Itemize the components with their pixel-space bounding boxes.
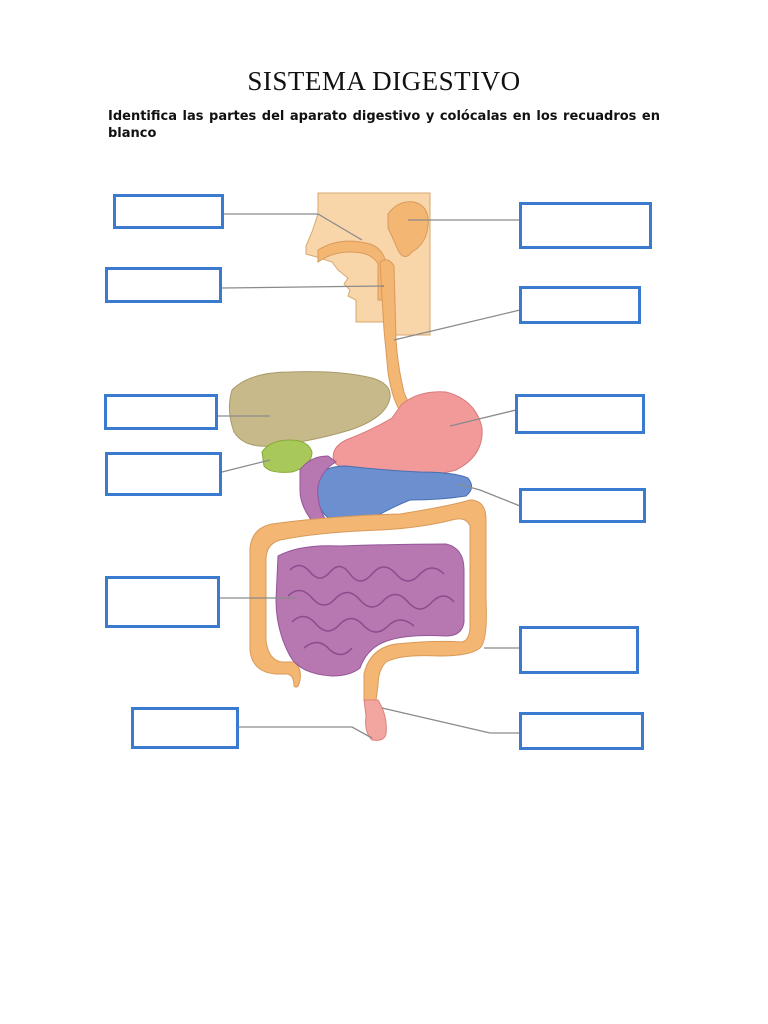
small-intestine-folds (287, 564, 455, 656)
leader-line-right-4 (457, 483, 521, 507)
leader-line-left-2 (221, 285, 385, 289)
answer-box-left-5[interactable] (105, 576, 220, 628)
leader-line-left-1 (224, 213, 363, 241)
answer-box-right-5[interactable] (519, 626, 639, 674)
page-title: SISTEMA DIGESTIVO (247, 66, 521, 96)
pharynx (317, 240, 387, 301)
leader-line-left-6 (238, 726, 373, 739)
salivary-gland (387, 201, 429, 257)
answer-box-right-6[interactable] (519, 712, 644, 750)
leader-line-right-3 (449, 409, 517, 427)
rectum (363, 699, 387, 741)
instructions-text: Identifica las partes del aparato digest… (108, 109, 660, 141)
answer-box-left-6[interactable] (131, 707, 239, 749)
duodenum (299, 455, 337, 531)
answer-box-left-2[interactable] (105, 267, 222, 303)
answer-box-left-3[interactable] (104, 394, 218, 430)
leader-line-right-2 (393, 309, 521, 341)
answer-box-right-3[interactable] (515, 394, 645, 434)
leader-line-right-6 (381, 707, 520, 734)
answer-box-right-2[interactable] (519, 286, 641, 324)
answer-box-right-4[interactable] (519, 488, 646, 523)
leader-line-left-4 (221, 459, 271, 473)
answer-box-left-1[interactable] (113, 194, 224, 229)
answer-box-right-1[interactable] (519, 202, 652, 249)
esophagus (379, 259, 416, 415)
gallbladder (261, 439, 313, 473)
liver (228, 371, 391, 447)
large-intestine (249, 499, 487, 701)
answer-box-left-4[interactable] (105, 452, 222, 496)
